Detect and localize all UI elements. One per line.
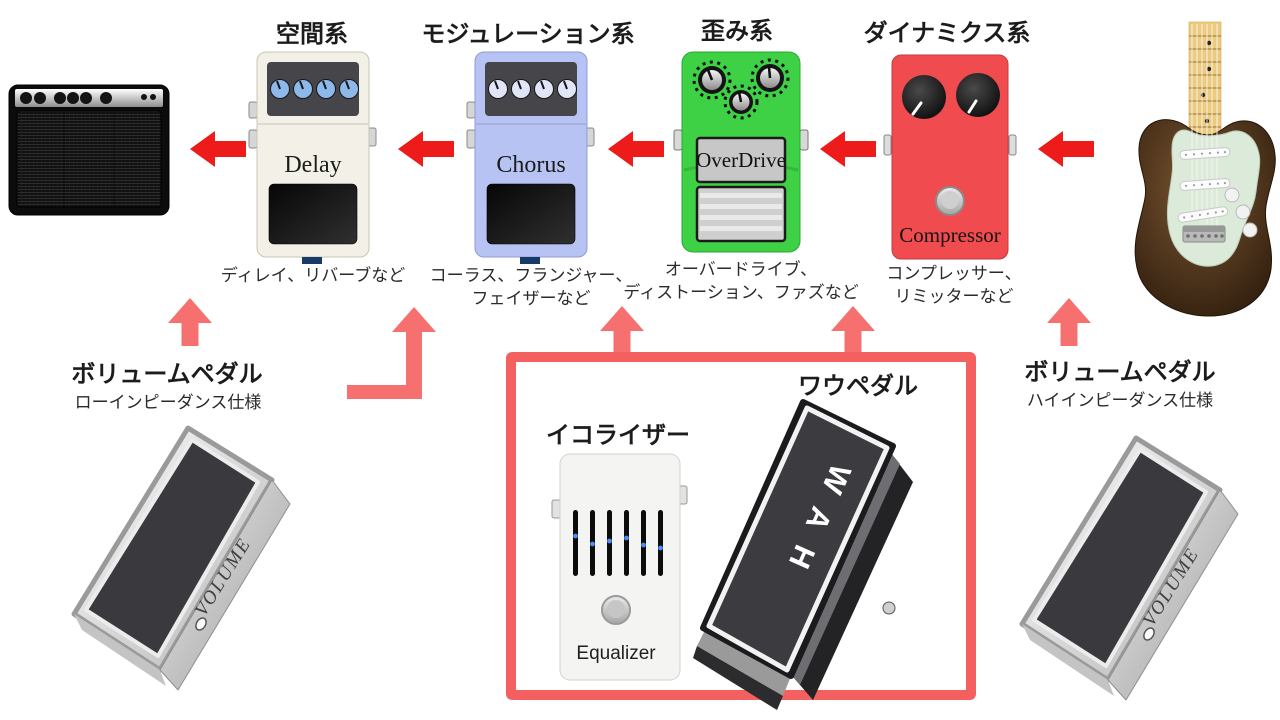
- equalizer-body: [559, 453, 681, 681]
- volume-left-title: ボリュームペダル: [71, 360, 263, 388]
- option-arrow-volume-right: [1047, 298, 1091, 346]
- overdrive-name-plate: [695, 136, 787, 184]
- overdrive-name: OverDrive: [696, 148, 786, 172]
- guitar-amp-illustration: [8, 84, 170, 216]
- wah-heel-step-black: [693, 646, 783, 710]
- volume-pedal-right-illustration: VOLUME: [1019, 435, 1239, 701]
- delay-pedal-illustration: Delay: [248, 51, 377, 264]
- equalizer-foot-button: [601, 595, 631, 625]
- chorus-description: コーラス、フランジャー、フェイザーなど: [429, 266, 633, 309]
- equalizer-slider-leds: [573, 533, 663, 551]
- volume-left-pad: [84, 438, 260, 658]
- overdrive-pedal-illustration: OverDrive: [673, 51, 809, 253]
- overdrive-jacks: [673, 129, 809, 151]
- optional-effects-group-box: [506, 352, 976, 700]
- chorus-bottom-tab: [520, 257, 540, 264]
- option-arrow-volume-left: [168, 298, 212, 346]
- compressor-foot-button: [935, 186, 965, 216]
- category-label-spatial: 空間系: [276, 20, 348, 48]
- chorus-knobs: [488, 79, 577, 99]
- signal-arrow-amp: [190, 131, 246, 167]
- wah-side-screw: [882, 601, 896, 615]
- delay-jacks: [248, 101, 377, 149]
- wah-pedal-illustration: WAH: [693, 399, 913, 710]
- overdrive-description: オーバードライブ、ディストーション、ファズなど: [623, 260, 859, 303]
- compressor-pedal-illustration: Compressor: [883, 54, 1017, 260]
- volume-left-screw: [195, 617, 207, 631]
- chorus-name: Chorus: [496, 152, 565, 178]
- delay-bottom-tab: [302, 257, 322, 264]
- category-label-dynamics: ダイナミクス系: [863, 19, 1031, 47]
- overdrive-foot-switch-ridges: [700, 193, 782, 231]
- option-arrow-box-right: [831, 306, 875, 354]
- guitar-neck: [1188, 21, 1222, 135]
- wah-label: ワウペダル: [798, 372, 918, 400]
- electric-guitar-illustration: [1134, 21, 1276, 317]
- option-arrow-box-left: [600, 306, 644, 354]
- equalizer-sliders: [573, 510, 663, 576]
- wah-heel-step-gray: [697, 630, 791, 696]
- volume-left-subtitle: ローインピーダンス仕様: [74, 393, 262, 413]
- delay-knobs: [270, 79, 359, 99]
- volume-right-subtitle: ハイインピーダンス仕様: [1026, 391, 1214, 411]
- option-arrow-elbow: [347, 307, 436, 399]
- volume-right-heel-edge: [1022, 624, 1114, 696]
- equalizer-pedal-illustration: Equalizer: [551, 453, 688, 681]
- equalizer-name: Equalizer: [576, 643, 656, 664]
- amp-grille: [16, 110, 162, 208]
- signal-arrow-chorus: [608, 131, 664, 167]
- guitar-strings: [1191, 24, 1218, 226]
- volume-left-side-face: [159, 479, 291, 691]
- category-label-modulation: モジュレーション系: [421, 20, 635, 48]
- compressor-description: コンプレッサー、リミッターなど: [886, 264, 1022, 307]
- guitar-bridge: [1182, 225, 1226, 243]
- overdrive-knobs: [692, 58, 790, 120]
- volume-left-heel-edge: [74, 614, 166, 686]
- guitar-control-knobs: [1224, 187, 1258, 238]
- chorus-foot-pad: [486, 183, 576, 245]
- equalizer-label: イコライザー: [546, 421, 690, 449]
- wah-pad: [706, 405, 890, 673]
- delay-name: Delay: [284, 152, 341, 178]
- guitar-pickups: [1177, 147, 1231, 223]
- delay-description: ディレイ、リバーブなど: [220, 266, 406, 286]
- volume-right-screw: [1143, 627, 1155, 641]
- delay-foot-pad: [268, 183, 358, 245]
- chorus-pedal-illustration: Chorus: [466, 51, 595, 264]
- compressor-knobs: [902, 73, 1000, 119]
- volume-right-pad: [1032, 448, 1208, 668]
- volume-right-side-face: [1107, 489, 1239, 701]
- signal-arrow-overdrive: [820, 131, 876, 167]
- chorus-jacks: [466, 101, 595, 149]
- amp-grille-seams: [63, 111, 115, 207]
- volume-right-title: ボリュームペダル: [1024, 358, 1216, 386]
- compressor-name: Compressor: [899, 223, 1001, 247]
- amp-knobs: [20, 92, 156, 104]
- signal-arrow-delay: [398, 131, 454, 167]
- compressor-jacks: [883, 134, 1017, 156]
- category-label-distortion: 歪み系: [701, 17, 773, 45]
- volume-pedal-left-illustration: VOLUME: [71, 425, 291, 691]
- signal-arrow-compressor: [1038, 131, 1094, 167]
